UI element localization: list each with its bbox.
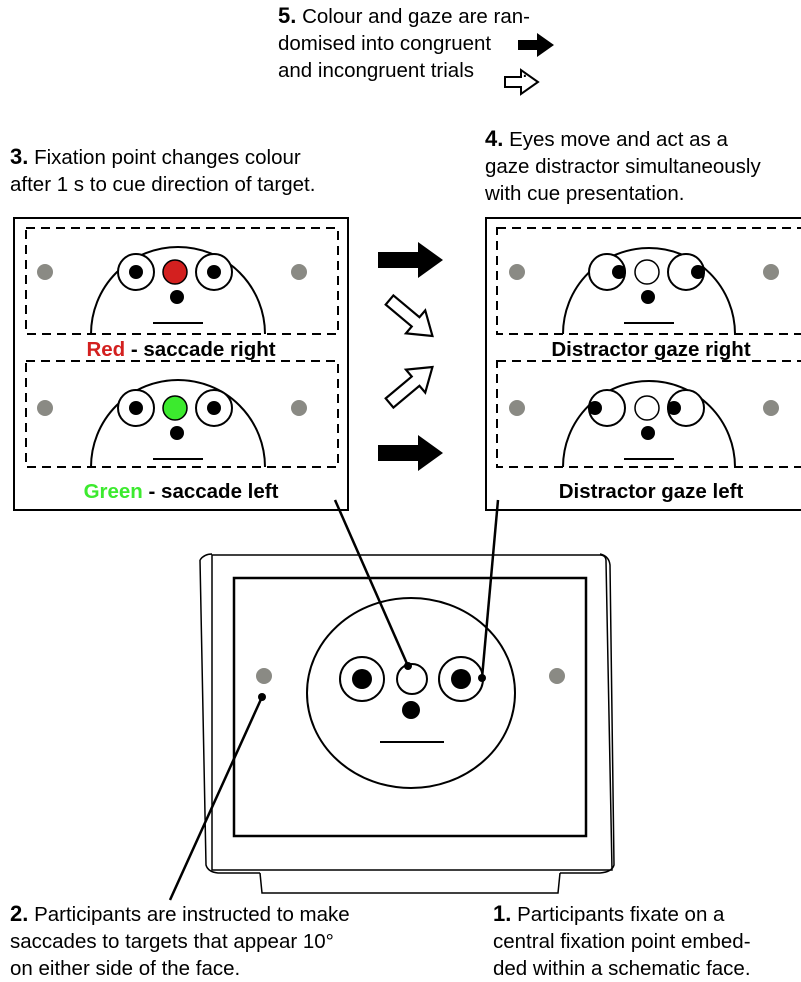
step-number: 3. [10,144,29,169]
gaze-right-frame [496,227,801,335]
gaze-left-frame [496,360,801,468]
step-2-caption: 2. Participants are instructed to make s… [10,900,350,982]
gaze-left-label: Distractor gaze left [558,480,744,503]
right-target-dot [763,264,779,280]
right-target-dot [763,400,779,416]
gaze-panel [485,217,801,511]
incongruent-arrow [384,365,434,410]
red-fixation-point [162,259,188,285]
arrows [378,33,554,471]
caption-line: and incongruent trials [278,59,475,82]
left-target-dot [509,264,525,280]
step-1-caption: 1. Participants fixate on a central fixa… [493,900,751,982]
cue-red-label: Red - saccade right [14,338,348,362]
incongruent-arrow [384,293,434,338]
step-number: 2. [10,901,29,926]
caption-line: Eyes move and act as a [509,128,728,151]
left-target-dot [37,400,53,416]
label-text: - saccade right [125,338,276,361]
step-number: 4. [485,126,504,151]
caption-line: Participants are instructed to make [34,903,350,926]
cue-green-frame [25,360,339,468]
monitor [199,553,615,894]
schematic-face [90,246,266,335]
caption-line: domised into congruent [278,32,492,55]
nose [641,290,655,304]
caption-line: on either side of the face. [10,957,241,980]
nose [641,426,655,440]
congruent-arrow [378,435,443,471]
step-number: 1. [493,901,512,926]
caption-period: . [522,59,528,82]
right-target-dot [291,264,307,280]
caption-line: after 1 s to cue direction of target. [10,173,316,196]
green-fixation-point [162,395,188,421]
schematic-face [90,379,266,468]
caption-line: saccades to targets that appear 10° [10,930,334,953]
label-text: - saccade left [142,480,279,503]
left-target-dot [256,668,272,684]
step-5-caption: 5. Colour and gaze are ran- domised into… [278,2,530,84]
schematic-face [562,380,736,468]
fixation-point [396,663,428,695]
caption-line: ded within a schematic face. [493,957,751,980]
right-target-dot [291,400,307,416]
left-target-dot [37,264,53,280]
cue-panel [13,217,349,511]
caption-line: central fixation point embed- [493,930,751,953]
incongruent-legend-arrow [504,68,540,96]
red-word: Red [86,338,126,361]
green-word: Green [83,480,143,503]
right-target-dot [549,668,565,684]
nose [170,290,184,304]
caption-line: gaze distractor simultaneously [485,155,761,178]
congruent-legend-arrow [518,33,554,57]
fixation-point [634,395,660,421]
caption-line: with cue presentation. [485,182,685,205]
schematic-face [562,247,736,335]
congruent-arrow [378,242,443,278]
caption-line: Participants fixate on a [517,903,725,926]
left-target-dot [509,400,525,416]
caption-line: Fixation point changes colour [34,146,301,169]
step-4-caption: 4. Eyes move and act as a gaze distracto… [485,125,761,207]
leader-lines [168,499,500,901]
step-number: 5. [278,3,297,28]
monitor-stand [259,872,561,894]
step-3-caption: 3. Fixation point changes colour after 1… [10,143,315,198]
nose [170,426,184,440]
nose [402,701,420,719]
fixation-point [634,259,660,285]
caption-line: Colour and gaze are ran- [302,5,530,28]
cue-green-label: Green - saccade left [14,480,348,504]
gaze-right-label: Distractor gaze right [551,338,751,361]
cue-red-frame [25,227,339,335]
